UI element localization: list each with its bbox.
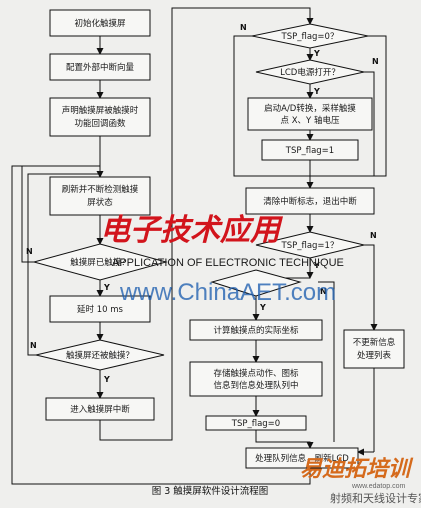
watermark-brand-logo: 电子技术应用 [100,213,284,248]
label-yes: Y [103,375,110,384]
decision-lcd: LCD电源打开？ [255,59,365,85]
node-delay: 延时 10 ms [49,295,151,323]
decision-hidden [210,269,302,297]
label-yes: Y [313,87,320,96]
label-no: N [372,57,379,66]
decision-touched: 触摸屏已触摸？ [32,243,168,281]
watermark-corner: 易迪拓培训 射频和天线设计专家 www.edatop.com [300,456,421,505]
node-refresh-text: 刷新并不断检测触摸屏状态 [62,184,139,208]
node-config-int-text: 配置外部中断向量 [66,62,135,73]
node-init-touch: 初始化触摸屏 [49,9,151,37]
decision-still-text: 触摸屏还被触摸？ [66,350,134,361]
node-clear-int-text: 清除中断标志，退出中断 [263,196,357,207]
label-no: N [26,247,33,256]
watermark-corner-sub: 射频和天线设计专家 [330,491,421,505]
watermark-brand: 电子技术应用 APPLICATION OF ELECTRONIC TECHNIQ… [100,213,344,269]
node-clear-int: 清除中断标志，退出中断 [245,187,375,215]
label-yes: Y [313,261,320,270]
node-refresh: 刷新并不断检测触摸屏状态 [49,176,151,216]
watermark-brand-en: APPLICATION OF ELECTRONIC TECHNIQUE [112,257,344,269]
decision-tsp1: TSP_flag=1？ [255,231,365,259]
figure-caption: 图 3 触摸屏软件设计流程图 [152,485,269,497]
node-update-lcd-text: 处理队列信息，刷新LCD [255,453,349,464]
node-tsp-set0-text: TSP_flag=0 [231,419,280,429]
node-no-update-text: 不更新信息处理列表 [353,337,396,361]
node-start-ad-text: 启动A/D转换，采样触摸点 X、Y 轴电压 [264,103,356,126]
node-tsp-set1: TSP_flag=1 [261,139,359,161]
node-store-action-text: 存储触摸点动作、图标信息到信息处理队列中 [213,368,299,391]
node-calc-coord: 计算触摸点的实际坐标 [189,319,323,341]
decision-lcd-text: LCD电源打开？ [280,67,340,78]
node-declare-cb: 声明触摸屏被触摸时功能回调函数 [49,97,151,137]
node-enter-isr: 进入触摸屏中断 [45,397,155,421]
watermark-corner-logo: 易迪拓培训 [300,456,414,482]
watermark-corner-url: www.edatop.com [351,483,405,490]
node-no-update: 不更新信息处理列表 [343,329,405,369]
decision-still-touched: 触摸屏还被触摸？ [35,339,165,371]
watermark-url: www.ChinaAET.com [119,279,336,306]
decision-tsp0-text: TSP_flag=0？ [281,32,339,42]
node-delay-text: 延时 10 ms [77,304,123,315]
label-yes: Y [103,283,110,292]
watermark-url-text: www.ChinaAET.com [119,279,336,306]
label-no: N [370,231,377,240]
node-init-touch-text: 初始化触摸屏 [74,18,126,29]
branch-labels: Y N Y N Y N Y N Y N Y N [26,23,379,384]
decision-touched-text: 触摸屏已触摸？ [70,257,130,268]
decision-tsp0: TSP_flag=0？ [251,23,369,49]
label-no: N [320,287,327,296]
node-update-lcd: 处理队列信息，刷新LCD [245,447,359,469]
decision-tsp1-text: TSP_flag=1？ [281,241,339,251]
label-no: N [240,23,247,32]
label-yes: Y [313,49,320,58]
node-enter-isr-text: 进入触摸屏中断 [70,404,130,415]
node-tsp-set0: TSP_flag=0 [205,415,307,431]
label-yes: Y [259,303,266,312]
node-config-int: 配置外部中断向量 [49,53,151,81]
node-calc-coord-text: 计算触摸点的实际坐标 [213,325,299,336]
node-tsp-set1-text: TSP_flag=1 [285,146,334,156]
node-start-ad: 启动A/D转换，采样触摸点 X、Y 轴电压 [247,97,373,131]
node-store-action: 存储触摸点动作、图标信息到信息处理队列中 [189,361,323,397]
node-declare-cb-text: 声明触摸屏被触摸时功能回调函数 [62,105,139,129]
label-no: N [30,341,37,350]
